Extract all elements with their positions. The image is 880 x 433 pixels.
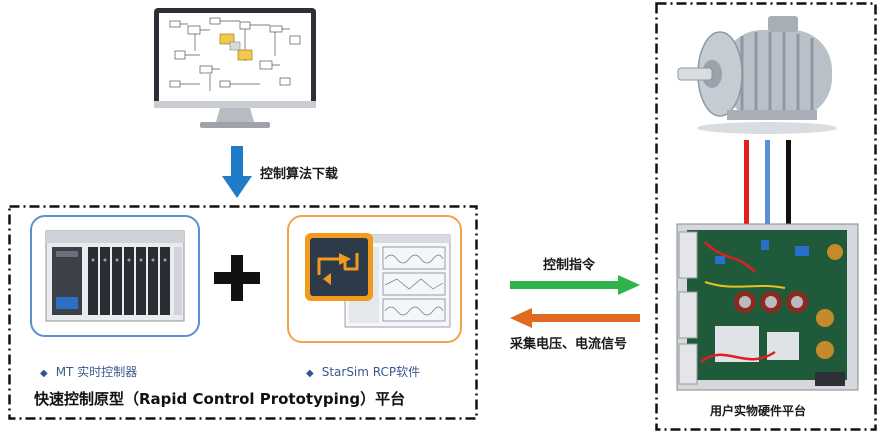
starsim-caption: ◆ StarSim RCP软件 xyxy=(306,363,420,380)
monitor xyxy=(150,6,320,134)
hardware-board-image xyxy=(675,222,860,394)
command-label: 控制指令 xyxy=(543,258,596,273)
mt-caption-text: MT 实时控制器 xyxy=(55,365,138,379)
rcp-title: 快速控制原型（Rapid Control Prototyping）平台 xyxy=(34,390,406,408)
download-label: 控制算法下载 xyxy=(260,167,339,182)
motor-cables xyxy=(738,140,798,232)
mt-controller-card xyxy=(30,215,200,337)
mt-caption: ◆ MT 实时控制器 xyxy=(40,363,137,380)
download-arrow xyxy=(222,146,252,200)
diamond-bullet-icon: ◆ xyxy=(40,368,48,379)
starsim-caption-text: StarSim RCP软件 xyxy=(321,365,421,379)
motor-image xyxy=(672,10,852,138)
hardware-title: 用户实物硬件平台 xyxy=(710,404,807,418)
plus-icon xyxy=(212,253,262,303)
diamond-bullet-icon: ◆ xyxy=(306,368,314,379)
starsim-software-card xyxy=(287,215,462,343)
sample-label: 采集电压、电流信号 xyxy=(510,337,628,352)
hardware-frame xyxy=(655,2,877,432)
sample-arrow xyxy=(510,308,640,328)
command-arrow xyxy=(510,275,640,295)
